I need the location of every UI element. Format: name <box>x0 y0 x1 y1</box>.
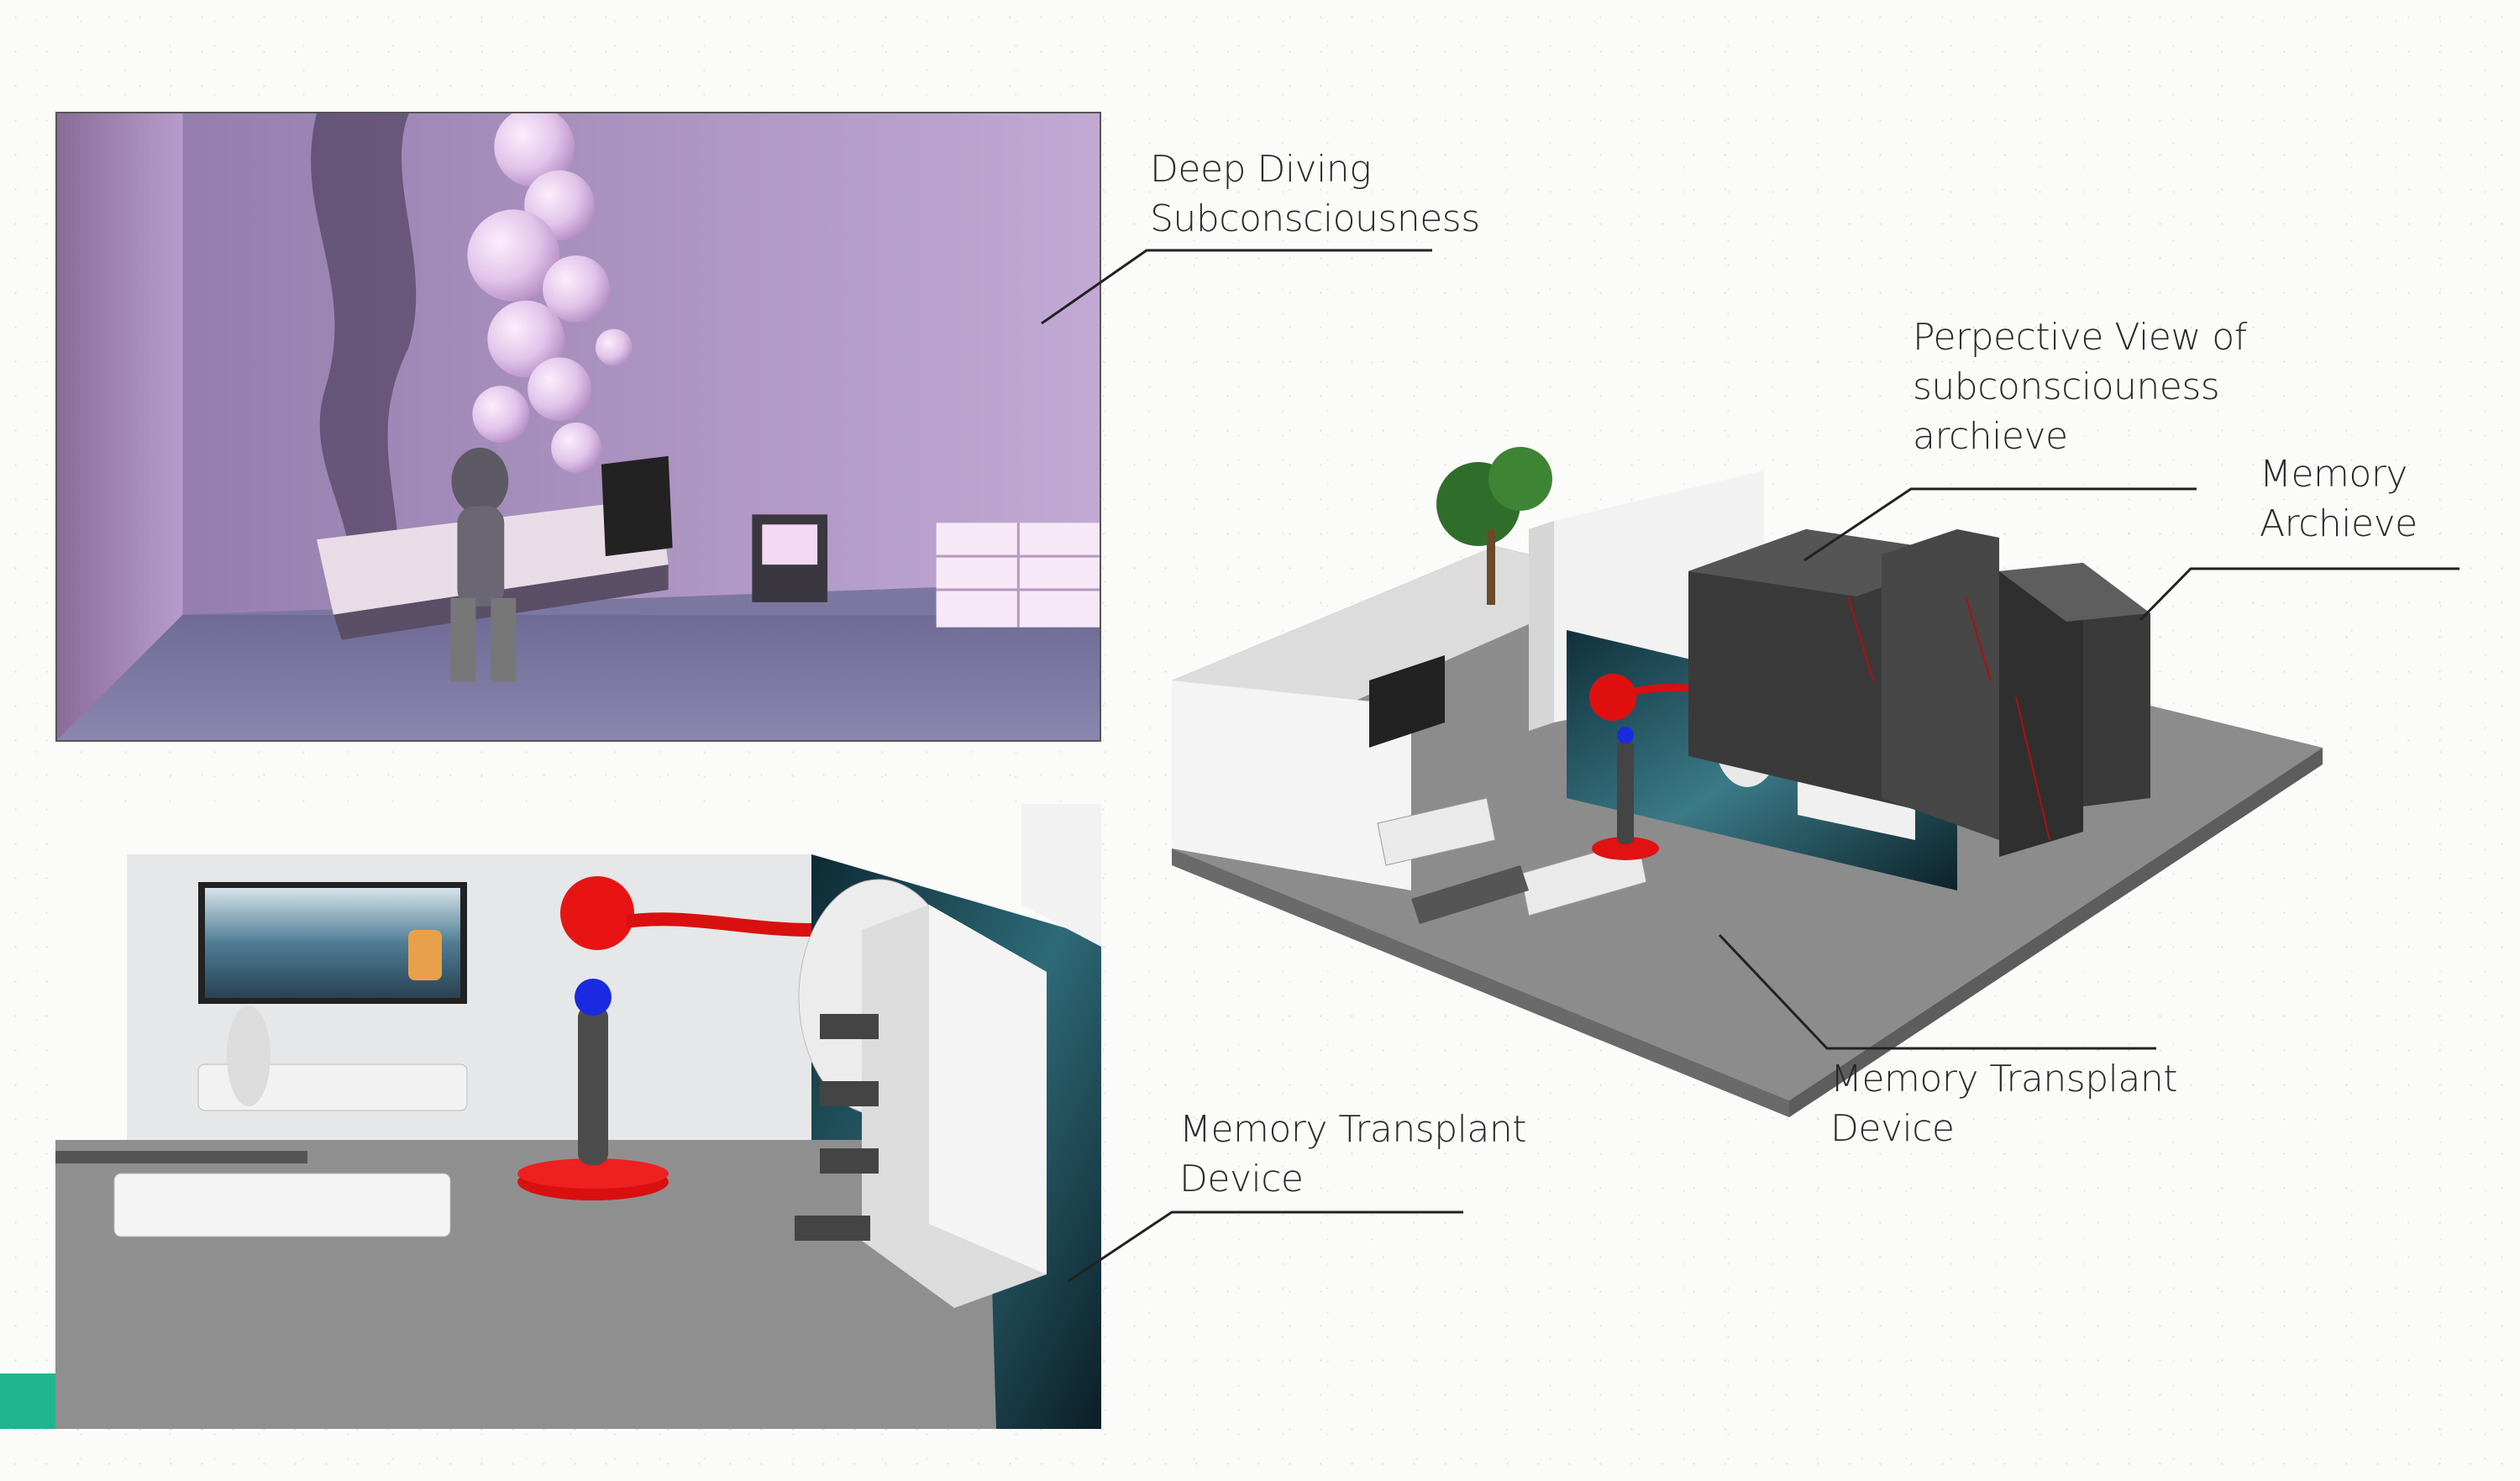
label-perspective-line3: archieve <box>1913 415 2068 458</box>
accent-bar <box>0 1373 55 1429</box>
render-deep-diving-bedroom <box>55 112 1101 742</box>
label-transplant-left-line1: Memory Transplant <box>1179 1108 1526 1151</box>
label-deep-diving-line2: Subconsciousness <box>1150 197 1480 240</box>
label-deep-diving-line1: Deep Diving <box>1150 148 1372 191</box>
label-transplant-left-line2: Device <box>1179 1158 1304 1200</box>
label-perspective-line2: subconsciouness <box>1913 365 2220 408</box>
label-memory-archive-line2: Archieve <box>2260 502 2418 545</box>
label-transplant-right-line1: Memory Transplant <box>1830 1058 2177 1100</box>
render-memory-transplant-lounge <box>55 804 1101 1429</box>
label-transplant-left: Memory Transplant Device <box>1179 1105 1526 1204</box>
label-memory-archive-line1: Memory <box>2260 453 2407 496</box>
label-perspective-line1: Perpective View of <box>1913 316 2247 359</box>
label-perspective-view: Perpective View of subconsciouness archi… <box>1913 312 2247 461</box>
label-deep-diving: Deep Diving Subconsciousness <box>1150 144 1480 244</box>
label-memory-archive: Memory Archieve <box>2260 449 2418 549</box>
label-transplant-right-line2: Device <box>1830 1107 1955 1150</box>
render-perspective-archive <box>1159 403 2335 1126</box>
label-transplant-right: Memory Transplant Device <box>1830 1054 2177 1153</box>
